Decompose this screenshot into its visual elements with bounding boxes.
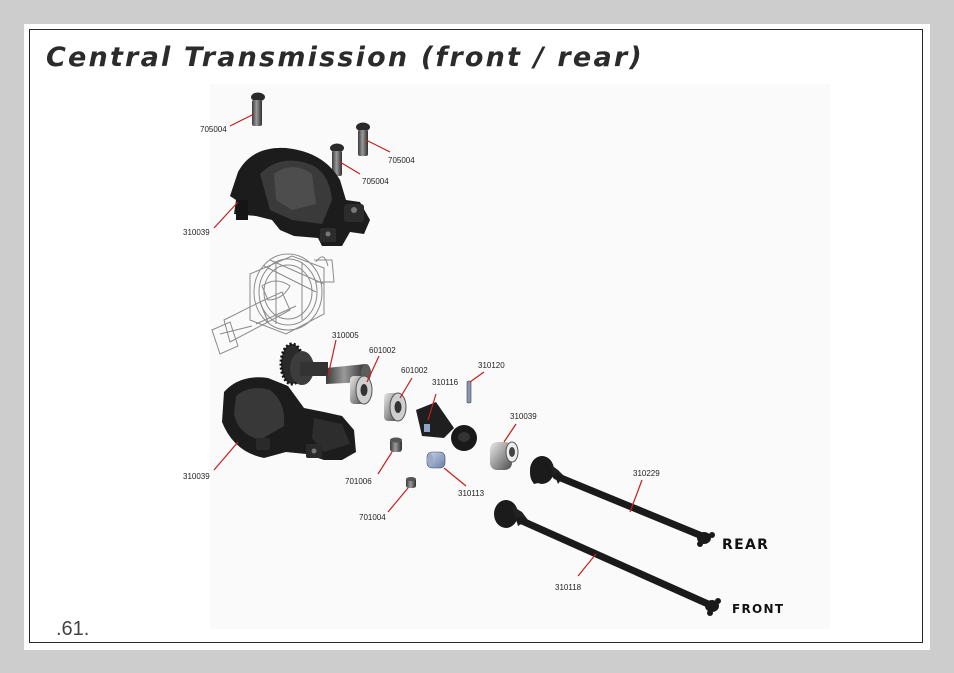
grub-screw-701006 (390, 437, 402, 452)
grub-screw-701004 (406, 477, 416, 488)
part-number-label: 601002 (401, 366, 428, 375)
rear-shaft-label: REAR (722, 537, 769, 553)
part-number-label: 601002 (369, 346, 396, 355)
drive-shaft-310229-rear (530, 456, 715, 547)
exploded-view-diagram: 705004 705004 705004 310039 310005 60100… (183, 84, 830, 629)
part-number-label: 310118 (555, 583, 582, 592)
part-number-label: 701006 (345, 477, 372, 486)
housing-bottom-310039 (222, 377, 356, 460)
collar-310039 (490, 441, 519, 470)
front-shaft-label: FRONT (732, 602, 784, 616)
drive-shaft-310118-front (494, 500, 721, 616)
part-number-label: 310005 (332, 331, 359, 340)
manual-page: Central Transmission (front / rear) (24, 24, 930, 650)
part-number-label: 310120 (478, 361, 505, 370)
part-number-label: 310113 (458, 489, 485, 498)
part-number-label: 310039 (183, 228, 210, 237)
page-title: Central Transmission (front / rear) (46, 42, 644, 73)
differential-line-art (211, 253, 335, 355)
part-number-label: 310229 (633, 469, 660, 478)
bearing-601002-b (384, 392, 407, 422)
screw-705004-right (356, 122, 370, 156)
pin-310120 (466, 380, 472, 404)
part-number-label: 701004 (359, 513, 386, 522)
part-number-label: 705004 (388, 156, 415, 165)
leader-lines (213, 113, 643, 577)
bearing-601002-a (350, 375, 373, 405)
part-number-label: 705004 (362, 177, 389, 186)
part-number-label: 310039 (183, 472, 210, 481)
output-cup-310116 (416, 402, 477, 451)
page-number: .61. (56, 618, 90, 640)
part-number-label: 310116 (432, 378, 459, 387)
page-frame (29, 29, 923, 643)
part-number-label: 705004 (200, 125, 227, 134)
screw-705004-top (251, 92, 265, 126)
screw-705004-mid (330, 143, 344, 176)
part-number-label: 310039 (510, 412, 537, 421)
coupler-310113 (426, 451, 446, 469)
housing-top-310039 (230, 147, 370, 246)
